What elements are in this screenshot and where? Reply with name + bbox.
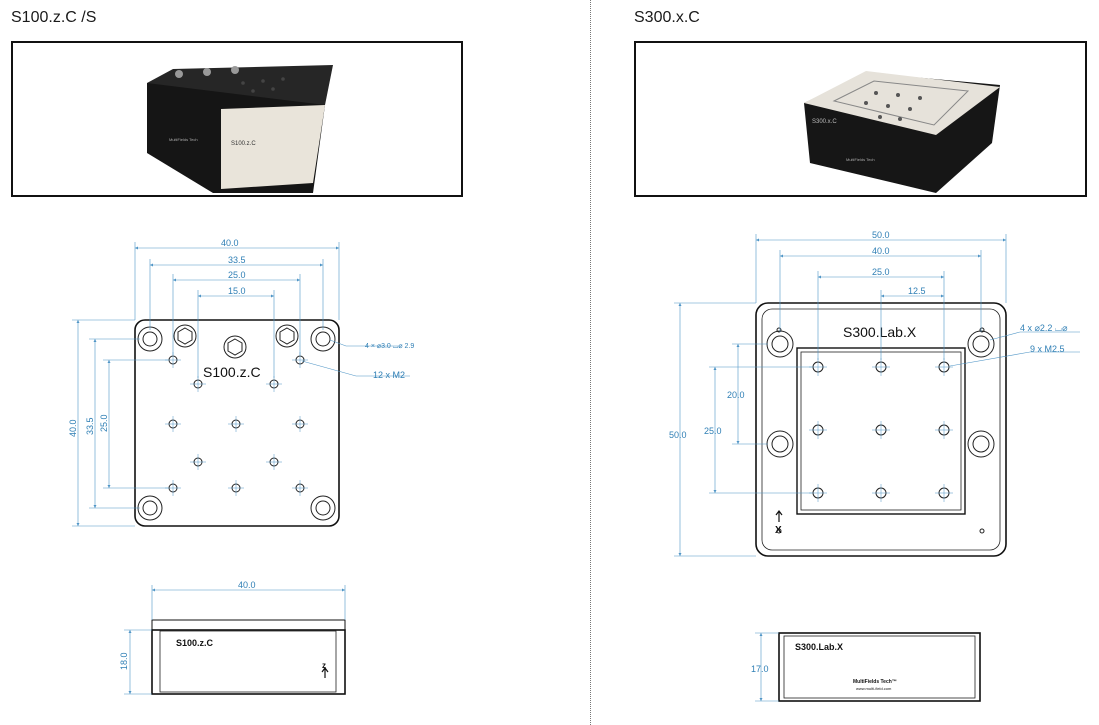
dim-height-overall: 40.0 [68,419,78,437]
dim-side-height: 18.0 [119,652,129,670]
dim-width-overall: 40.0 [221,238,239,248]
dim-height-overall: 50.0 [669,430,687,440]
right-panel-title: S300.x.C [634,9,700,26]
z-axis-arrow-icon [321,667,329,678]
right-top-view: S300.Lab.X X [669,230,1080,557]
left-product-render: S100.z.C MultiFields Tech [147,65,333,193]
dim-thread-span: 25.0 [872,267,890,277]
hex-screw [275,324,299,348]
left-product-photo: S100.z.C MultiFields Tech [11,41,463,197]
mounting-hole [310,495,336,521]
left-part-label: S100.z.C [203,364,261,380]
right-product-render: S300.x.C MultiFields Tech [804,71,1000,193]
right-part-label: S300.Lab.X [843,324,917,340]
dim-hole-span-v: 33.5 [85,417,95,435]
left-base-outline [134,319,340,527]
left-photo-brand: MultiFields Tech [169,137,198,142]
callout-counterbored-holes: 4 x ⌀2.2 ⌴⌀ [1020,323,1068,333]
dim-hole-span-v: 20.0 [727,390,745,400]
left-side-part-label: S100.z.C [176,638,214,648]
hex-screw [173,324,197,348]
hex-screw [223,335,247,359]
left-panel-title: S100.z.C /S [11,9,97,26]
right-photo-model-label: S300.x.C [812,119,837,125]
x-axis-arrow-icon [775,510,783,522]
left-side-view: S100.z.C z 40.0 18.0 [119,580,346,695]
dim-hole-span: 33.5 [228,255,246,265]
callout-threaded-holes: 9 x M2.5 [1030,344,1065,354]
right-side-view: S300.Lab.X MultiFields Tech™ www.multi-f… [751,632,981,702]
left-top-view: S100.z.C [68,238,414,527]
dim-width-overall: 50.0 [872,230,890,240]
dim-side-height: 17.0 [751,664,769,674]
right-photo-brand: MultiFields Tech [846,157,875,162]
dim-hole-span: 40.0 [872,246,890,256]
column-divider [590,0,591,725]
right-side-part-label: S300.Lab.X [795,642,843,652]
dim-pitch: 12.5 [908,286,926,296]
left-photo-model-label: S100.z.C [231,141,256,147]
center-marks [809,358,953,502]
right-side-brand: MultiFields Tech™ [853,679,897,685]
dim-side-width: 40.0 [238,580,256,590]
dim-thread-span-v: 25.0 [99,414,109,432]
left-side-axis-label: z [322,661,326,670]
right-axis-label: X [775,525,782,536]
mounting-hole [967,430,995,458]
dim-thread-span-v: 25.0 [704,426,722,436]
center-marks [165,352,308,496]
right-product-photo: S300.x.C MultiFields Tech [634,41,1087,197]
dim-inner-span: 15.0 [228,286,246,296]
dim-thread-span: 25.0 [228,270,246,280]
right-side-url: www.multi-field.com [856,686,892,691]
right-side-outline [778,632,981,702]
callout-counterbored-holes: 4 × ⌀3.0 ⌴⌀ 2.9 [365,343,414,350]
left-side-outline [151,629,346,695]
callout-threaded-holes: 12 x M2 [373,370,405,380]
